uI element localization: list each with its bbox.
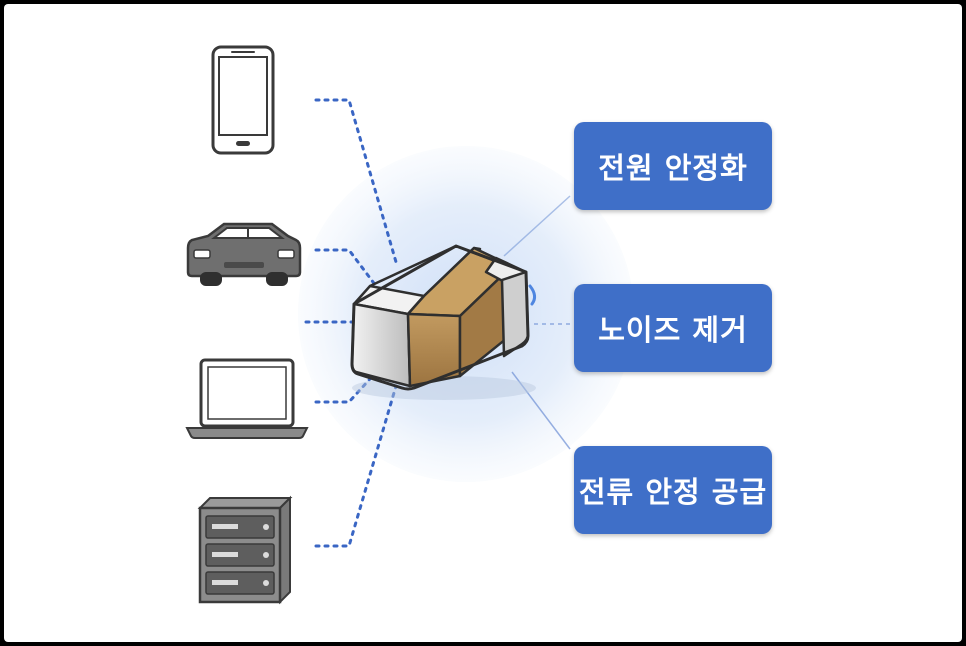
- function-label: 전류 안정 공급: [578, 475, 768, 509]
- function-label: 전원 안정화: [598, 151, 748, 185]
- device-connectors: [304, 98, 398, 548]
- laptop-icon: [185, 358, 309, 439]
- function-box-stable-current-supply: 전류 안정 공급: [574, 446, 772, 534]
- diagram-graphics: [185, 45, 634, 605]
- connector-car: [314, 248, 378, 288]
- function-box-noise-removal: 노이즈 제거: [574, 284, 772, 372]
- connector-function-3: [511, 371, 571, 450]
- connector-server: [314, 384, 398, 548]
- diagram-canvas: 전원 안정화 노이즈 제거 전류 안정 공급: [4, 4, 962, 642]
- connector-smartphone: [314, 98, 398, 264]
- function-box-power-stabilization: 전원 안정화: [574, 122, 772, 210]
- function-label: 노이즈 제거: [598, 313, 748, 347]
- connector-function-1: [503, 195, 571, 257]
- connector-laptop: [314, 367, 381, 404]
- capacitor-chip-icon: [350, 244, 536, 400]
- signal-accent: [528, 284, 537, 306]
- car-icon: [186, 222, 302, 286]
- function-connectors: [503, 195, 571, 450]
- smartphone-icon: [211, 45, 275, 155]
- server-icon: [197, 495, 293, 605]
